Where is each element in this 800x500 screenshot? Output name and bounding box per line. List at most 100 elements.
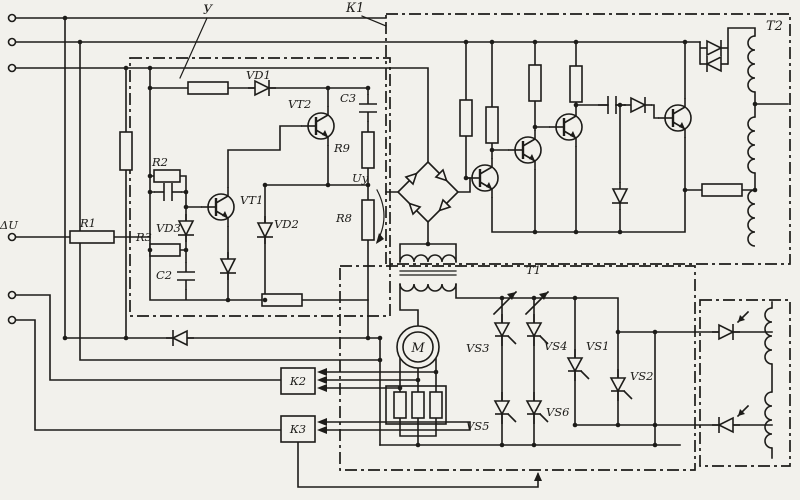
- terminal-delta-u: [7, 232, 17, 242]
- diode-unlabeled-2: [165, 329, 195, 347]
- wiring: [15, 15, 789, 488]
- label-r2: R2: [151, 155, 168, 169]
- label-delta-u: ΔU: [0, 218, 18, 232]
- resistor-unlabeled-8: [701, 183, 743, 197]
- label-vd3: VD3: [156, 221, 181, 235]
- t2-winding-1: [747, 35, 756, 93]
- label-vt1: VT1: [240, 193, 263, 207]
- capacitor-c2: [176, 261, 196, 291]
- terminal-3: [7, 63, 17, 73]
- relay-boxes: К2 К3: [280, 367, 316, 443]
- arrowheads: [317, 233, 745, 481]
- bridge-rectifier: [396, 160, 460, 224]
- terminal-1: [7, 13, 17, 23]
- t1-secondary-winding: [399, 283, 457, 292]
- resistor-unlabeled-2: [187, 81, 229, 95]
- t2-winding-2: [747, 116, 756, 174]
- transformer-t2-windings: [747, 35, 773, 449]
- label-c2: C2: [156, 268, 172, 282]
- diode-unlabeled-3: [699, 39, 729, 57]
- transformer-t1: [399, 254, 457, 292]
- diode-unlabeled-1: [219, 251, 237, 281]
- motor-label: М: [410, 341, 425, 356]
- amplifier-block-border: [129, 57, 391, 317]
- relay-k3-box: [280, 415, 316, 443]
- motor: М: [396, 325, 440, 369]
- terminal-5: [7, 290, 17, 300]
- diode-vd2: [256, 215, 274, 245]
- label-c3: C3: [340, 91, 356, 105]
- resistor-unlabeled-6: [528, 64, 542, 102]
- junction-dots: [62, 15, 758, 448]
- label-vs6: VS6: [546, 405, 570, 419]
- t1-core: [399, 270, 457, 276]
- capacitor-c3: [358, 93, 378, 123]
- transistor-output: [656, 96, 693, 140]
- label-vs4: VS4: [544, 339, 568, 353]
- relay-k3-label: К3: [289, 422, 306, 436]
- thyristor-vs1: [567, 348, 590, 382]
- transistor-unlabeled-2: [506, 128, 543, 172]
- relay-k2-box: [280, 367, 316, 395]
- callout-lines: [179, 15, 387, 79]
- starter-resistor-box: [385, 385, 447, 425]
- transformer-secondary-block-border: [699, 299, 791, 467]
- label-vs1: VS1: [586, 339, 610, 353]
- label-r9: R9: [333, 141, 350, 155]
- diode-unlabeled-7: [711, 323, 741, 341]
- diode-vd1: [247, 79, 277, 97]
- resistor-unlabeled-5: [485, 106, 499, 144]
- resistor-r1: [69, 230, 115, 244]
- starter-resistor-2: [411, 391, 425, 419]
- label-vd2: VD2: [274, 217, 299, 231]
- thyristor-vs2: [610, 368, 633, 402]
- input-terminals: [7, 13, 17, 325]
- wires-amplifier: [149, 67, 369, 301]
- relay-k2-label: К2: [289, 374, 306, 388]
- label-t1: Т1: [526, 263, 541, 277]
- label-r1: R1: [79, 216, 96, 230]
- starter-resistor-3: [429, 391, 443, 419]
- label-t2-block: Т2: [766, 19, 783, 34]
- resistor-unlabeled-7: [569, 65, 583, 103]
- diode-unlabeled-5: [623, 96, 653, 114]
- wires-left-buses: [15, 17, 701, 446]
- diode-unlabeled-4: [699, 55, 729, 73]
- label-vs3: VS3: [466, 341, 490, 355]
- terminal-6: [7, 315, 17, 325]
- thyristor-vs5: [494, 391, 517, 425]
- resistor-unlabeled-3: [261, 293, 303, 307]
- resistor-unlabeled-4: [459, 99, 473, 137]
- thyristor-block-border: [339, 265, 696, 471]
- regulator-block-border: [385, 13, 791, 265]
- resistor-r8: [361, 199, 375, 241]
- label-vs5: VS5: [466, 419, 490, 433]
- contact-arrows: [492, 290, 750, 418]
- label-amp-block: У: [203, 3, 214, 18]
- label-vt2: VT2: [288, 97, 311, 111]
- diode-unlabeled-8: [711, 416, 741, 434]
- diode-unlabeled-6: [611, 181, 629, 211]
- motor-inner-circle: [402, 331, 434, 363]
- thyristor-vs6: [526, 391, 549, 425]
- terminal-2: [7, 37, 17, 47]
- t1-primary-winding: [399, 254, 457, 263]
- capacitor-unlabeled-1: [153, 182, 183, 202]
- label-uy: Uy: [352, 171, 369, 185]
- thyristor-vs3: [494, 313, 517, 347]
- transistor-vt1: [199, 185, 236, 229]
- label-k1-block: К1: [345, 1, 364, 16]
- resistor-unlabeled-1: [119, 131, 133, 171]
- wires-thyristor-unit: [297, 283, 773, 488]
- t2-winding-5: [764, 391, 773, 449]
- label-vd1: VD1: [246, 68, 271, 82]
- labels: У К1 Т2 ΔU R1 R2 R3 VD3 C2 VT1 VD1 VT2 C…: [0, 1, 783, 433]
- block-borders: [129, 13, 791, 471]
- transistor-unlabeled-3: [547, 105, 584, 149]
- t2-winding-4: [764, 307, 773, 365]
- t2-winding-3: [747, 189, 756, 247]
- resistors: [69, 64, 743, 425]
- label-vs2: VS2: [630, 369, 654, 383]
